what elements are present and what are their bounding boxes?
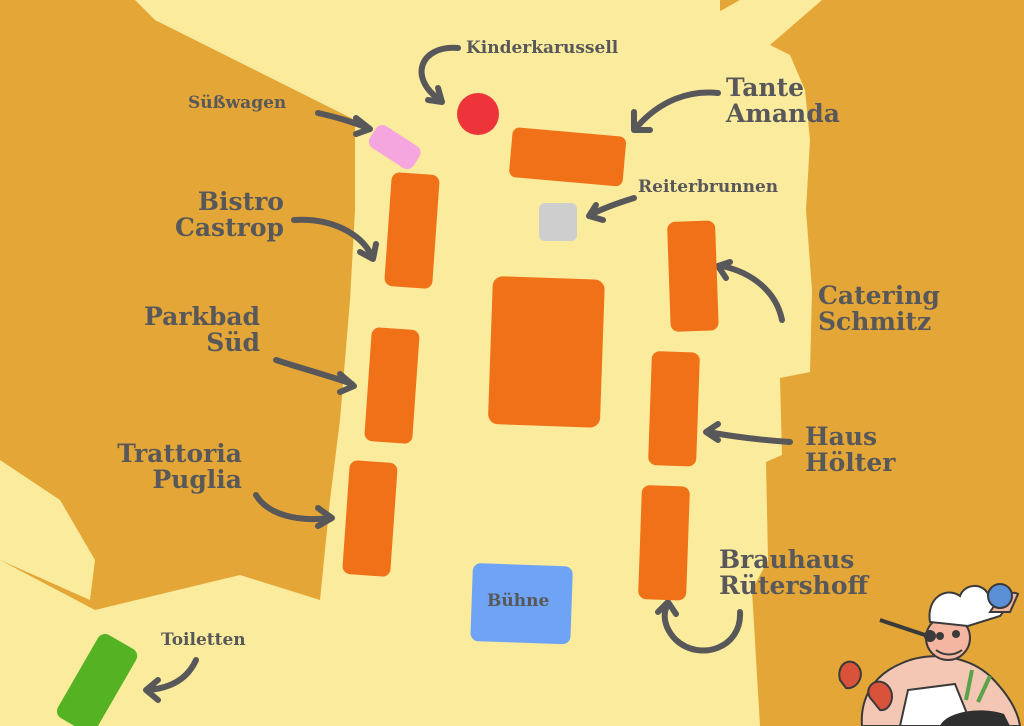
stall-haus-hoelter[interactable] xyxy=(648,351,700,467)
arrow-suesswagen xyxy=(315,110,373,137)
stall-parkbad-sued[interactable] xyxy=(364,327,420,444)
pointer-arrows xyxy=(143,44,793,703)
buehne-stage[interactable] xyxy=(470,563,573,645)
label-brauhaus-ruetershoff-line1: Brauhaus xyxy=(719,545,855,574)
arrow-haus-hoelter xyxy=(703,421,793,445)
label-catering-schmitz-line1: Catering xyxy=(818,281,940,310)
arrow-parkbad-sued xyxy=(273,357,357,395)
label-bistro-castrop: Bistro Castrop xyxy=(175,189,284,240)
arrow-reiterbrunnen xyxy=(586,195,637,223)
label-reiterbrunnen: Reiterbrunnen xyxy=(638,177,779,197)
stall-bistro-castrop[interactable] xyxy=(384,172,440,289)
suesswagen-marker[interactable] xyxy=(366,122,424,172)
label-suesswagen: Süßwagen xyxy=(188,93,287,113)
stall-catering-schmitz[interactable] xyxy=(667,220,719,332)
arrow-kinderkarussell xyxy=(418,44,461,105)
arrow-trattoria-puglia xyxy=(253,492,335,529)
arrow-bistro-castrop xyxy=(291,216,379,262)
chef-mascot-illustration xyxy=(838,583,1022,726)
label-catering-schmitz-line2: Schmitz xyxy=(818,306,932,336)
label-parkbad-sued-line1: Parkbad xyxy=(144,302,260,331)
label-tante-amanda-line1: Tante xyxy=(726,73,805,102)
label-parkbad-sued-line2: Süd xyxy=(206,327,260,357)
label-kinderkarussell: Kinderkarussell xyxy=(466,38,619,58)
label-tante-amanda-line2: Amanda xyxy=(726,98,840,128)
stall-tante-amanda[interactable] xyxy=(509,127,627,187)
kinderkarussell-marker[interactable] xyxy=(457,93,499,135)
arrow-brauhaus-ruetershoff xyxy=(655,599,744,654)
label-trattoria-puglia-line1: Trattoria xyxy=(117,439,242,468)
label-buehne: Bühne xyxy=(487,591,550,611)
label-bistro-castrop-line2: Castrop xyxy=(174,212,284,242)
label-parkbad-sued: Parkbad Süd xyxy=(144,304,260,355)
label-brauhaus-ruetershoff: Brauhaus Rütershoff xyxy=(719,547,868,598)
label-tante-amanda: Tante Amanda xyxy=(726,75,840,126)
label-trattoria-puglia: Trattoria Puglia xyxy=(117,441,242,492)
label-toiletten: Toiletten xyxy=(161,630,246,650)
arrow-tante-amanda xyxy=(631,89,721,133)
label-haus-hoelter-line2: Hölter xyxy=(805,447,896,477)
stall-brauhaus-ruetershoff[interactable] xyxy=(638,485,690,601)
label-bistro-castrop-line1: Bistro xyxy=(197,187,284,216)
label-brauhaus-ruetershoff-line2: Rütershoff xyxy=(719,570,869,600)
label-catering-schmitz: Catering Schmitz xyxy=(818,283,940,334)
toiletten-marker[interactable] xyxy=(54,631,140,726)
arrow-toiletten xyxy=(143,657,199,703)
stall-center[interactable] xyxy=(488,276,605,428)
label-haus-hoelter: Haus Hölter xyxy=(805,424,895,475)
reiterbrunnen-marker[interactable] xyxy=(539,203,577,241)
arrow-catering-schmitz xyxy=(715,259,785,323)
label-haus-hoelter-line1: Haus xyxy=(805,422,878,451)
stall-trattoria-puglia[interactable] xyxy=(342,460,398,577)
label-trattoria-puglia-line2: Puglia xyxy=(152,464,242,494)
